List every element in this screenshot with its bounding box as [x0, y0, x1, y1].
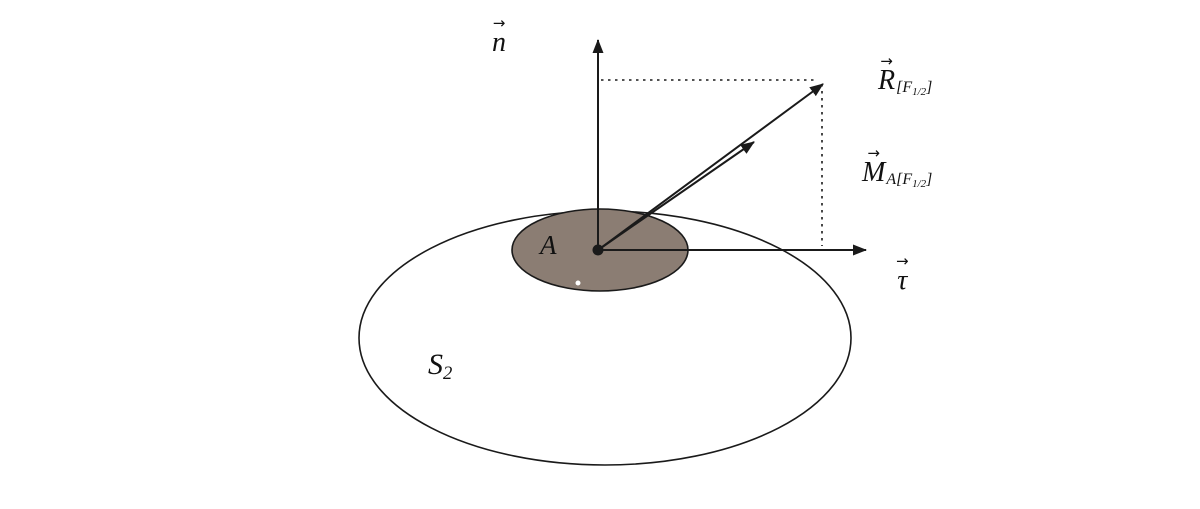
surface-label-subscript: 2: [443, 362, 453, 384]
normal-axis-label-letter: n: [492, 27, 506, 58]
moment-sub-prefix: [F: [896, 171, 913, 188]
moment-sub-point: A: [886, 171, 897, 188]
point-a-label: A: [540, 232, 557, 259]
resultant-sub-suffix: ]: [926, 79, 933, 96]
moment-sub-fraction: 1/2: [912, 178, 927, 190]
resultant-sub-fraction: 1/2: [912, 86, 927, 98]
normal-axis-label-arrow: →: [492, 14, 506, 32]
resultant-label-subscript: [F1/2]: [896, 79, 933, 98]
surface-label-letter: S: [428, 348, 443, 381]
tangent-axis-label-letter: τ: [897, 265, 908, 296]
moment-label-arrow: →: [867, 144, 880, 162]
point-a-dot: [592, 244, 604, 256]
resultant-sub-prefix: [F: [896, 79, 913, 96]
moment-vector-arrow: [597, 141, 755, 251]
moment-label-stack: → M: [862, 144, 886, 188]
resultant-vector-arrow: [597, 83, 824, 251]
surface-label: S2: [428, 348, 452, 383]
tangent-axis-label-arrow: →: [896, 252, 909, 270]
resultant-label-letter: R: [878, 65, 896, 96]
tangent-axis-label: → τ: [896, 252, 909, 296]
highlight-dot: [575, 280, 581, 286]
resultant-label: → R [F1/2]: [878, 52, 933, 98]
moment-label-letter: M: [862, 157, 886, 188]
resultant-label-stack: → R: [878, 52, 896, 96]
point-a-label-text: A: [540, 230, 557, 260]
resultant-label-arrow: →: [880, 52, 893, 70]
moment-label: → M A[F1/2]: [862, 144, 933, 190]
moment-sub-suffix: ]: [926, 171, 933, 188]
moment-label-subscript: A[F1/2]: [886, 171, 933, 190]
normal-axis-label: → n: [492, 14, 506, 58]
